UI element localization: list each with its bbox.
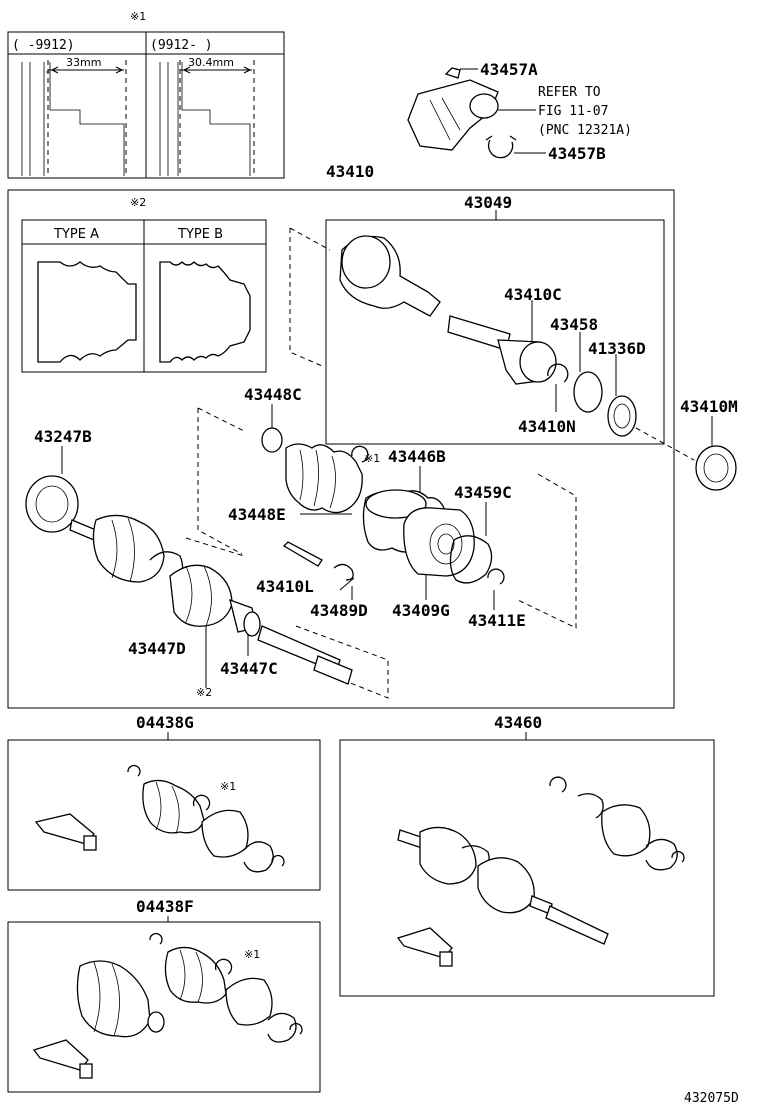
date-range-right: (9912- ) [150,38,213,53]
inner-joint-shaft [339,235,637,437]
part-43410[interactable]: 43410 [326,162,374,181]
type-a-label: TYPE A [53,227,99,242]
dim-left: 33mm [66,56,101,69]
inner-boot [285,443,363,514]
kit-04438F-frame [7,921,321,1093]
note2-mark: ※2 [130,196,146,209]
part-43411E[interactable]: 43411E [468,611,526,630]
note1-mark-kit-g: ※1 [220,780,236,793]
part-43446B[interactable]: 43446B [388,447,446,466]
type-b-label: TYPE B [177,227,223,242]
subassembly-43049-frame [325,219,665,445]
snap-ring-43489D [333,563,354,581]
part-43410L[interactable]: 43410L [256,577,314,596]
dim-right: 30.4mm [188,56,234,69]
part-43410M[interactable]: 43410M [680,397,738,416]
part-04438G[interactable]: 04438G [136,713,194,732]
reference-line1: REFER TO [538,85,601,100]
dust-deflector-43247B [25,475,79,533]
note1-mark: ※1 [130,10,146,23]
part-43458[interactable]: 43458 [550,315,598,334]
kit-43460-parts [396,776,685,967]
part-43448E[interactable]: 43448E [228,505,286,524]
bolt-43410L [282,541,323,567]
part-43457A[interactable]: 43457A [480,60,538,79]
dimension-inset: ※1 ( -9912) (9912- ) 33mm 30.4mm [7,10,285,179]
part-04438F[interactable]: 04438F [136,897,194,916]
part-43447C[interactable]: 43447C [220,659,278,678]
part-43448C[interactable]: 43448C [244,385,302,404]
reference-line3: (PNC 12321A) [538,123,632,138]
note1-mark-kit-f: ※1 [244,948,260,961]
bearing-bracket-group: 43457A REFER TO FIG 11-07 (PNC 12321A) 4… [407,60,632,163]
reference-line2: FIG 11-07 [538,104,608,119]
part-43410N[interactable]: 43410N [518,417,576,436]
part-43410C[interactable]: 43410C [504,285,562,304]
part-43489D[interactable]: 43489D [310,601,368,620]
joint-housing-43409G [403,507,475,577]
part-43447D[interactable]: 43447D [128,639,186,658]
kit-04438G-parts [34,764,285,873]
note2-mark-bottom: ※2 [196,686,212,699]
assembly-43410-frame [7,189,675,709]
note1-mark-boot: ※1 [364,452,380,465]
drive-shaft-assembly [69,514,353,685]
date-range-left: ( -9912) [12,38,75,53]
kit-04438F-parts [32,932,303,1079]
kit-04438G-frame [7,739,321,891]
boot-types-inset: ※2 TYPE A TYPE B [21,196,267,373]
part-41336D[interactable]: 41336D [588,339,646,358]
part-43247B[interactable]: 43247B [34,427,92,446]
part-43457B[interactable]: 43457B [548,144,606,163]
oil-seal-43410M [695,445,737,491]
figure-id: 432075D [684,1091,739,1106]
boot-clamp-43448C [261,427,283,453]
part-43409G[interactable]: 43409G [392,601,450,620]
part-43459C[interactable]: 43459C [454,483,512,502]
part-43460[interactable]: 43460 [494,713,542,732]
kit-43460-frame [339,739,715,997]
part-43049[interactable]: 43049 [464,193,512,212]
